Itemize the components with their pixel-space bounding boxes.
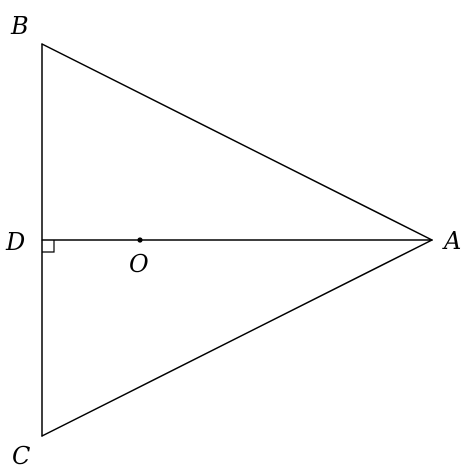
label-point-c: C	[12, 442, 30, 470]
label-point-b: B	[10, 12, 29, 40]
label-point-d: D	[5, 228, 25, 256]
point-o-dot	[137, 237, 143, 243]
label-point-o: O	[129, 250, 149, 278]
segment-ab	[41, 43, 433, 241]
label-point-a: A	[442, 227, 461, 255]
right-angle-marker	[42, 240, 55, 253]
segment-ac	[41, 239, 433, 437]
